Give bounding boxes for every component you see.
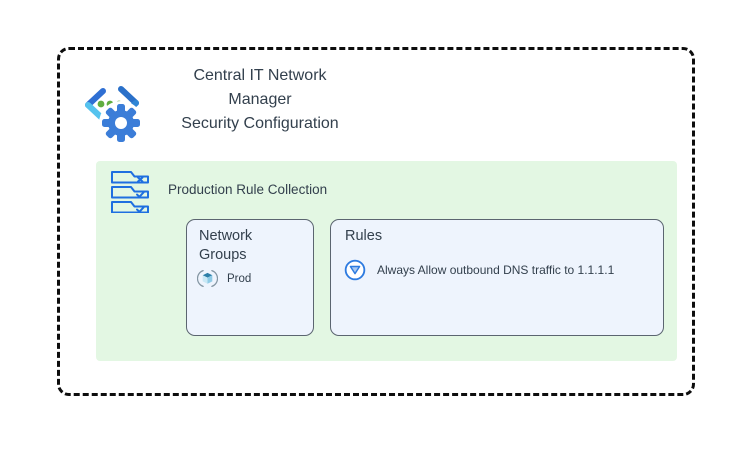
network-group-item-label: Prod bbox=[227, 272, 252, 285]
network-group-item: Prod bbox=[197, 268, 313, 289]
container-title: Central IT Network Manager Security Conf… bbox=[181, 67, 339, 132]
rule-collection-checklist-icon bbox=[111, 171, 149, 213]
network-groups-box: Network Groups Prod bbox=[186, 219, 314, 336]
network-groups-title: Network Groups bbox=[199, 228, 253, 263]
rules-box: Rules Always Allow outbound DNS traffic … bbox=[330, 219, 664, 336]
network-group-cube-icon bbox=[197, 270, 218, 287]
rules-title: Rules bbox=[345, 228, 383, 244]
allow-rule-icon bbox=[344, 259, 366, 281]
network-manager-code-gear-icon bbox=[85, 86, 143, 144]
rule-collection-label: Production Rule Collection bbox=[168, 182, 328, 197]
rule-item: Always Allow outbound DNS traffic to 1.1… bbox=[344, 259, 663, 281]
rule-collection-panel: Production Rule Collection Network Group… bbox=[96, 161, 677, 361]
rule-item-label: Always Allow outbound DNS traffic to 1.1… bbox=[377, 263, 615, 277]
network-manager-container: Central IT Network Manager Security Conf… bbox=[57, 47, 695, 396]
